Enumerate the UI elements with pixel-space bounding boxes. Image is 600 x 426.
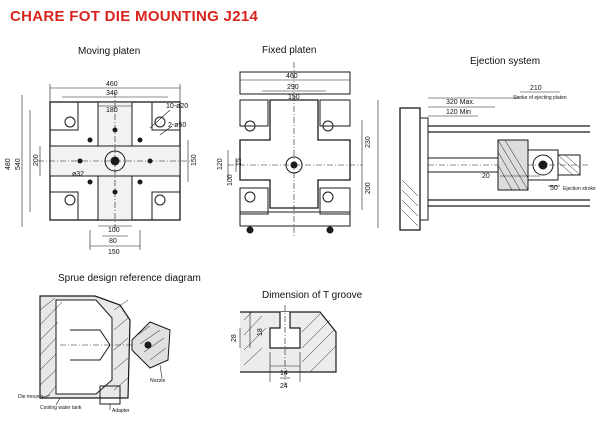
fixed-top-bracket xyxy=(239,71,351,95)
t-groove-label: Dimension of T groove xyxy=(262,290,363,301)
tg-dim-18: 18 xyxy=(257,328,264,336)
ejection-system-view xyxy=(399,91,590,231)
fixed-hole-tl xyxy=(244,120,256,132)
ej-dim-20: 20 xyxy=(482,173,490,180)
mp-dim-150v: 150 xyxy=(191,154,198,166)
fp-dim-15: 15 xyxy=(236,158,243,166)
fp-dim-200: 200 xyxy=(365,182,372,194)
fixed-hole-tr xyxy=(322,120,334,132)
fixed-tab-tl xyxy=(239,99,269,127)
sprue-adapter-note: Adapter xyxy=(112,408,130,414)
ej-dim-210: 210 xyxy=(530,85,542,92)
tie-hole-br xyxy=(154,194,166,206)
mp-dim-80: 80 xyxy=(109,238,117,245)
ej-ejection-note: Ejection stroke xyxy=(563,186,596,192)
fp-dim-100: 100 xyxy=(227,174,234,186)
sprue-diagram-label: Sprue design reference diagram xyxy=(58,273,201,284)
mp-dim-150: 150 xyxy=(108,249,120,256)
fp-dim-120: 120 xyxy=(217,158,224,170)
tg-dim-14: 14 xyxy=(280,370,288,377)
fixed-tab-tr xyxy=(319,99,351,127)
mp-pattern-note: 2-ø50 xyxy=(168,122,186,129)
fixed-hole-bl xyxy=(244,191,256,203)
ejection-plate-inner xyxy=(419,117,429,221)
mp-dim-540: 540 xyxy=(15,158,22,170)
fixed-tab-br xyxy=(319,187,351,215)
mp-holes-note: 10-ø20 xyxy=(166,103,188,110)
tie-hole-bl xyxy=(64,194,76,206)
mp-dim-340: 340 xyxy=(106,90,118,97)
ejection-platen-left xyxy=(399,107,421,231)
moving-platen-view xyxy=(21,84,192,250)
fp-dim-290: 290 xyxy=(287,84,299,91)
tie-bar-br xyxy=(151,191,181,221)
fixed-platen-label: Fixed platen xyxy=(262,45,317,56)
fixed-platen-cross xyxy=(239,99,351,209)
sprue-die-mount-note: Die mounts xyxy=(18,394,44,400)
ej-dim-320: 320 Max. xyxy=(446,99,475,106)
mp-dim-100: 100 xyxy=(108,227,120,234)
tie-bar-tl xyxy=(49,101,79,131)
tie-hole-tl xyxy=(64,116,76,128)
sprue-cooling-note: Cooling water tank xyxy=(40,405,82,411)
mp-dim-d32: ø32 xyxy=(72,171,84,178)
mp-dim-480: 480 xyxy=(5,158,12,170)
page-title: CHARE FOT DIE MOUNTING J214 xyxy=(10,8,259,25)
tie-bar-bl xyxy=(49,191,79,221)
tie-bar-tr xyxy=(151,101,181,131)
ej-stroke-note: Stroke of ejecting platen xyxy=(513,95,567,101)
fixed-platen-view xyxy=(227,62,379,238)
fp-dim-230: 230 xyxy=(365,136,372,148)
ejector-tail xyxy=(557,154,581,176)
sprue-nozzle-note: Nozzle xyxy=(150,378,166,384)
fixed-hole-br xyxy=(322,191,334,203)
tie-hole-tr xyxy=(154,116,166,128)
mp-dim-460: 460 xyxy=(106,81,118,88)
moving-platen-label: Moving platen xyxy=(78,46,141,57)
ej-dim-120: 120 Min xyxy=(446,109,471,116)
fixed-bottom-bracket xyxy=(239,211,351,227)
tg-dim-28: 28 xyxy=(231,334,238,342)
sprue-design-view xyxy=(39,295,171,410)
mp-dim-180: 180 xyxy=(106,107,118,114)
fp-dim-150: 150 xyxy=(288,94,300,101)
fp-dim-460: 460 xyxy=(286,73,298,80)
ejection-system-label: Ejection system xyxy=(470,56,541,67)
t-groove-view xyxy=(239,305,337,385)
fixed-tab-bl xyxy=(239,187,269,215)
mp-dim-200: 200 xyxy=(33,154,40,166)
ej-dim-50: 50 xyxy=(550,185,558,192)
tg-dim-24: 24 xyxy=(280,383,288,390)
